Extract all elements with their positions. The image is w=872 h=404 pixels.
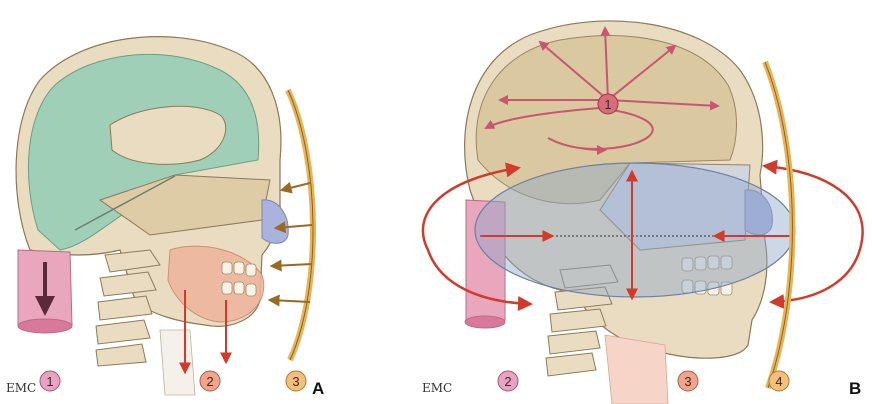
trachea-a	[160, 330, 195, 395]
emc-logo-a: EMC	[6, 381, 36, 395]
badge-b-center: 1	[598, 94, 618, 114]
vessel-opening-b	[465, 316, 505, 328]
panel-b: 1 EMC 2 3 4 B	[422, 21, 863, 404]
neck-b	[605, 335, 668, 404]
svg-text:1: 1	[604, 97, 611, 112]
svg-text:1: 1	[46, 374, 53, 389]
emc-logo-b: EMC	[422, 381, 452, 395]
svg-text:4: 4	[775, 374, 782, 389]
vessel-opening-a	[18, 319, 72, 333]
badge-b4: 4	[769, 371, 789, 391]
panel-letter-b: B	[849, 379, 861, 398]
badge-a2: 2	[200, 371, 220, 391]
badge-b3: 3	[678, 371, 698, 391]
badge-a1: 1	[40, 371, 60, 391]
badge-a3: 3	[286, 371, 306, 391]
nasal-region-a	[262, 200, 288, 243]
panel-letter-a: A	[312, 379, 324, 398]
svg-text:3: 3	[684, 374, 691, 389]
svg-text:2: 2	[504, 374, 511, 389]
svg-text:2: 2	[206, 374, 213, 389]
badge-b2: 2	[498, 371, 518, 391]
svg-text:3: 3	[292, 374, 299, 389]
midface-ellipse-b	[475, 163, 795, 297]
panel-a: EMC 1 2 3 A	[6, 37, 324, 398]
